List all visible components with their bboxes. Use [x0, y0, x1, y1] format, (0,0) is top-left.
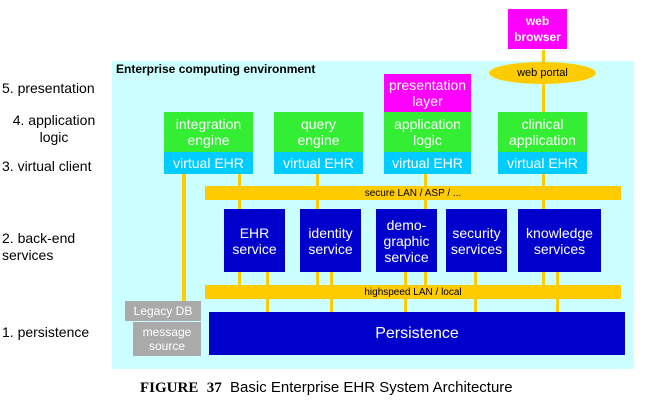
app-query-engine: query engine — [274, 112, 363, 152]
message-source-box: message source — [133, 322, 201, 356]
connector-line — [542, 50, 545, 64]
web-portal-ellipse: web portal — [489, 62, 596, 84]
app-application-logic: application logic — [384, 112, 471, 152]
layer-label-virtual: 3. virtual client — [2, 158, 92, 174]
web-browser-box: web browser — [508, 9, 567, 49]
connector-line — [182, 174, 186, 302]
layer-label-presentation: 5. presentation — [2, 80, 95, 96]
layer-label-persistence: 1. persistence — [2, 324, 90, 340]
layer-label-application: 4. application logic — [12, 112, 96, 145]
service-knowledge: knowledge services — [518, 209, 601, 272]
service-identity: identity service — [300, 209, 361, 272]
caption-figure-label: FIGURE — [140, 380, 199, 396]
service-security: security services — [446, 209, 507, 272]
caption-text: Basic Enterprise EHR System Architecture — [230, 379, 513, 396]
virtual-ehr-box: virtual EHR — [274, 152, 363, 174]
figure-caption: FIGURE 37 Basic Enterprise EHR System Ar… — [140, 379, 560, 397]
secure-lan-bar: secure LAN / ASP / ... — [205, 186, 621, 200]
service-demographic: demo- graphic service — [376, 209, 437, 272]
legacy-db-box: Legacy DB — [125, 301, 201, 321]
virtual-ehr-box: virtual EHR — [384, 152, 471, 174]
virtual-ehr-box: virtual EHR — [164, 152, 253, 174]
service-ehr: EHR service — [224, 209, 285, 272]
virtual-ehr-box: virtual EHR — [498, 152, 587, 174]
persistence-box: Persistence — [209, 312, 625, 355]
environment-title: Enterprise computing environment — [116, 62, 316, 76]
presentation-layer-box: presentation layer — [384, 74, 471, 112]
app-clinical-application: clinical application — [498, 112, 587, 152]
highspeed-lan-bar: highspeed LAN / local — [205, 285, 621, 299]
app-integration-engine: integration engine — [164, 112, 253, 152]
layer-label-backend: 2. back-end services — [2, 230, 76, 263]
caption-figure-number: 37 — [206, 380, 222, 396]
